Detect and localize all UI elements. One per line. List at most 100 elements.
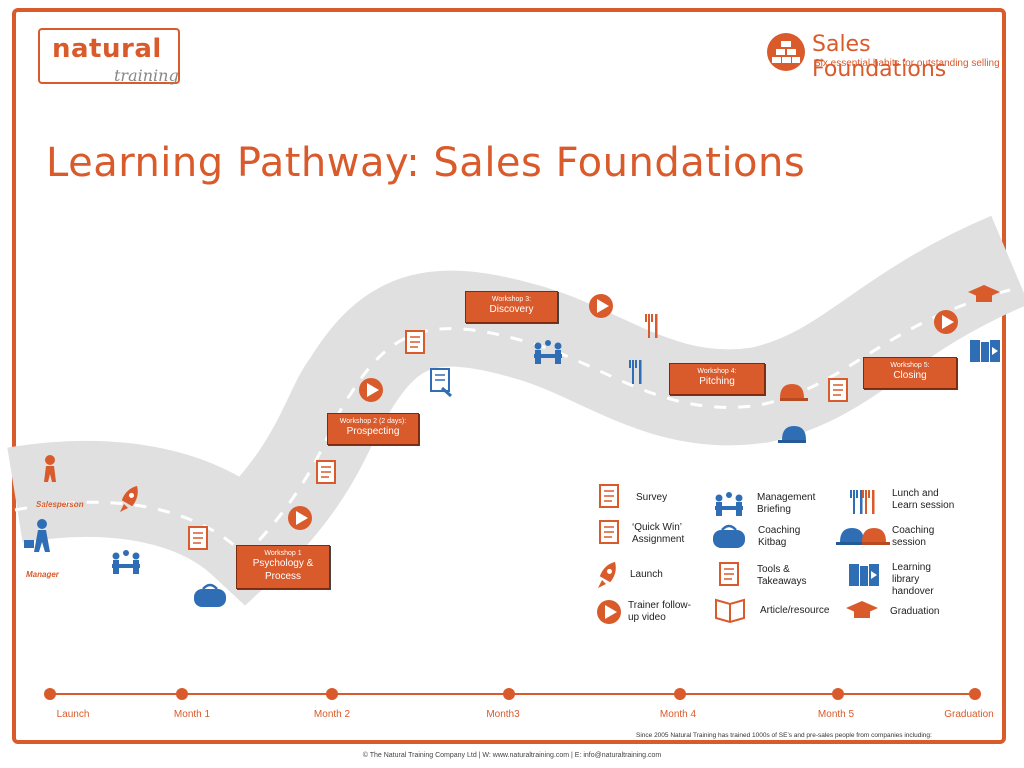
quick-win-icon <box>405 330 425 354</box>
timeline-label: Graduation <box>944 709 994 720</box>
workshop-name: Prospecting <box>346 426 400 437</box>
legend-tools: Tools & Takeaways <box>757 564 806 588</box>
timeline-dot <box>832 688 844 700</box>
workshop-1-box: Workshop 1 Psychology & Process <box>236 545 330 589</box>
legend-launch-icon <box>598 558 621 588</box>
legend-trainer-line2: up video <box>628 612 666 623</box>
workshop-3-box: Workshop 3: Discovery <box>465 291 558 323</box>
play-icon <box>359 378 383 402</box>
kitbag-icon <box>192 583 228 609</box>
workshop-name: Psychology & <box>252 558 314 569</box>
legend-play-icon <box>597 600 621 624</box>
workshop-name: Discovery <box>489 304 534 315</box>
timeline-label: Month 5 <box>817 709 855 720</box>
workshop-4-box: Workshop 4: Pitching <box>669 363 765 395</box>
page-title: Learning Pathway: Sales Foundations <box>46 140 806 186</box>
legend-lunch: Lunch and Learn session <box>892 488 954 512</box>
legend-survey: Survey <box>636 492 668 503</box>
logo-training-text: training <box>114 66 179 85</box>
tools-icon <box>828 378 848 402</box>
legend-quick-win: ‘Quick Win’ Assignment <box>632 522 684 546</box>
legend-management-line2: Briefing <box>757 504 791 515</box>
legend-coaching-icon <box>836 528 864 545</box>
play-icon <box>288 506 312 530</box>
timeline-dot <box>503 688 515 700</box>
legend-trainer: Trainer follow- up video <box>628 600 691 624</box>
legend-library-line1: Learning <box>892 562 931 573</box>
legend-quick-win-icon <box>599 520 619 544</box>
legend-library-icon <box>849 564 879 586</box>
legend-library: Learning library handover <box>892 562 934 598</box>
workshop-name: Pitching <box>699 376 735 387</box>
legend-lunch-line1: Lunch and <box>892 488 939 499</box>
brand-tagline: Six essential habits for outstanding sel… <box>814 58 1000 69</box>
sales-foundations-logo: Sales Foundations Six essential habits f… <box>766 30 1000 82</box>
tools-icon <box>316 460 336 484</box>
timeline-dot <box>326 688 338 700</box>
legend-kitbag: Coaching Kitbag <box>758 525 800 549</box>
salesperson-icon <box>44 455 56 482</box>
timeline-label: Month 1 <box>173 709 211 720</box>
legend-kitbag-line2: Kitbag <box>758 537 787 548</box>
legend-tools-line1: Tools & <box>757 564 790 575</box>
timeline-label: Month 4 <box>659 709 697 720</box>
workshop-label: Workshop 2 (2 days): <box>339 418 407 425</box>
article-icon <box>429 367 453 398</box>
play-icon <box>589 294 613 318</box>
timeline-dot <box>176 688 188 700</box>
workshop-label: Workshop 3: <box>491 296 532 303</box>
legend-quick-win-line1: ‘Quick Win’ <box>632 522 683 533</box>
legend-trainer-line1: Trainer follow- <box>628 600 691 611</box>
legend-quick-win-line2: Assignment <box>632 534 685 545</box>
legend-kitbag-line1: Coaching <box>758 525 801 536</box>
since-text: Since 2005 Natural Training has trained … <box>636 732 932 739</box>
natural-training-logo: natural training <box>38 28 180 85</box>
workshop-5-box: Workshop 5: Closing <box>863 357 957 389</box>
timeline-label: Month3 <box>486 709 520 720</box>
legend-graduation-icon <box>846 601 878 618</box>
workshop-name: Closing <box>893 370 927 381</box>
brand-title: Sales Foundations <box>812 32 947 82</box>
page-frame <box>12 8 1006 744</box>
workshop-label: Workshop 1 <box>264 550 302 557</box>
legend-tools-icon <box>719 562 739 586</box>
timeline-dot <box>969 688 981 700</box>
legend-coaching-line1: Coaching <box>892 525 935 536</box>
legend-survey-icon <box>599 484 619 508</box>
pathway-road <box>7 215 1024 606</box>
timeline-dot <box>674 688 686 700</box>
timeline-label: Launch <box>56 709 90 720</box>
footer-text: © The Natural Training Company Ltd | W: … <box>362 752 662 759</box>
survey-icon <box>188 526 208 550</box>
legend-library-line2: library <box>892 574 920 585</box>
legend-management: Management Briefing <box>757 492 815 516</box>
pathway-dashes <box>14 288 1011 558</box>
salesperson-label: Salesperson <box>36 500 84 509</box>
manager-label: Manager <box>26 570 59 579</box>
play-icon <box>934 310 958 334</box>
timeline-dot <box>44 688 56 700</box>
legend-article-icon <box>715 599 745 623</box>
legend-launch: Launch <box>630 569 663 580</box>
legend-tools-line2: Takeaways <box>757 576 807 587</box>
legend-coaching-icon-2 <box>862 528 890 545</box>
workshop-label: Workshop 5: <box>890 362 930 369</box>
logo-natural-text: natural <box>52 34 162 64</box>
manager-icon <box>24 519 50 552</box>
legend-lunch-icon-2 <box>862 490 875 514</box>
workshop-name-2: Process <box>264 571 302 582</box>
legend-graduation: Graduation <box>890 606 940 617</box>
timeline-label: Month 2 <box>313 709 351 720</box>
legend-library-line3: handover <box>892 586 934 597</box>
legend-lunch-line2: Learn session <box>892 500 955 511</box>
legend-management-line1: Management <box>757 492 816 503</box>
library-icon <box>970 340 1000 362</box>
legend-lunch-icon <box>850 490 863 514</box>
bricks-icon <box>767 33 805 71</box>
legend-article: Article/resource <box>760 605 830 616</box>
legend-management-icon <box>715 492 743 516</box>
legend-kitbag-icon <box>711 524 747 550</box>
workshop-2-box: Workshop 2 (2 days): Prospecting <box>327 413 419 445</box>
workshop-label: Workshop 4: <box>697 368 737 375</box>
